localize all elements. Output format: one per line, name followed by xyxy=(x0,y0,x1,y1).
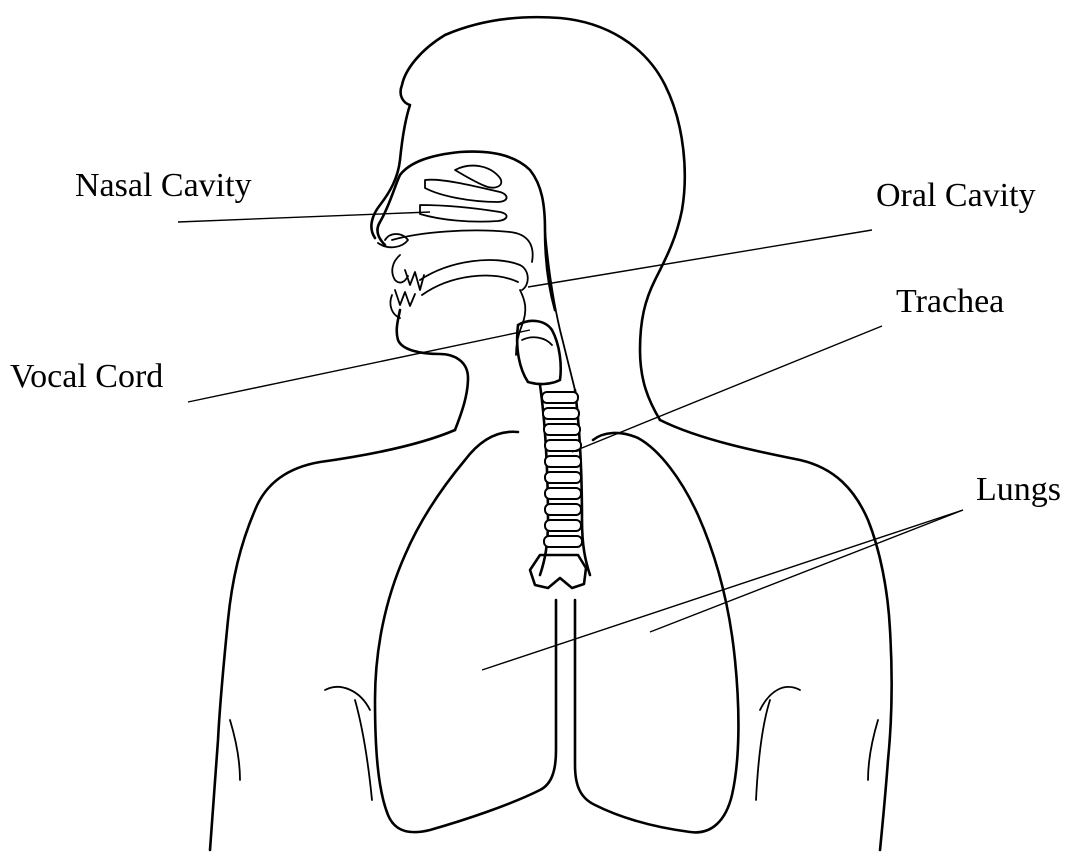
trachea-ring xyxy=(545,472,581,483)
armpit-right-arm-line xyxy=(756,700,770,800)
trachea-ring xyxy=(545,488,581,499)
palate-lower xyxy=(422,276,518,295)
leader-oral-cavity xyxy=(528,230,872,287)
armpit-left-arm-line xyxy=(355,700,372,800)
leader-trachea xyxy=(572,326,882,452)
label-lungs: Lungs xyxy=(976,471,1061,508)
label-nasal-cavity: Nasal Cavity xyxy=(75,167,252,204)
leader-lungs-right xyxy=(650,510,963,632)
upper-lip xyxy=(392,255,408,283)
larynx xyxy=(517,321,561,384)
label-trachea: Trachea xyxy=(896,283,1004,320)
shoulder-right-outline xyxy=(660,420,892,850)
nasal-turbinate-2 xyxy=(425,180,507,202)
trachea-ring xyxy=(544,536,582,547)
trachea-ring xyxy=(543,408,579,419)
teeth-lower xyxy=(395,290,415,306)
arm-right-inner-line xyxy=(868,720,878,780)
leader-vocal-cord xyxy=(188,330,530,402)
armpit-right-line xyxy=(760,687,800,710)
nasal-floor xyxy=(392,230,533,262)
lung-left xyxy=(375,432,556,832)
nasal-turbinate-3 xyxy=(420,205,507,222)
trachea-ring xyxy=(542,392,578,403)
lung-right xyxy=(575,433,738,832)
trachea-ring xyxy=(544,424,580,435)
armpit-left-line xyxy=(325,687,370,710)
head-outline xyxy=(371,17,684,420)
vocal-cord-fold xyxy=(522,337,552,345)
bronchi xyxy=(530,555,586,588)
palate xyxy=(420,260,528,290)
arm-left-inner-line xyxy=(230,720,240,780)
trachea-ring xyxy=(545,504,581,515)
face-lower-outline xyxy=(397,310,468,430)
trachea-ring xyxy=(545,456,581,467)
shoulder-left-outline xyxy=(210,430,455,850)
label-vocal-cord: Vocal Cord xyxy=(10,358,163,395)
leader-nasal-cavity xyxy=(178,212,430,222)
label-oral-cavity: Oral Cavity xyxy=(876,177,1036,214)
trachea-ring xyxy=(545,520,581,531)
trachea-ring xyxy=(545,440,581,451)
